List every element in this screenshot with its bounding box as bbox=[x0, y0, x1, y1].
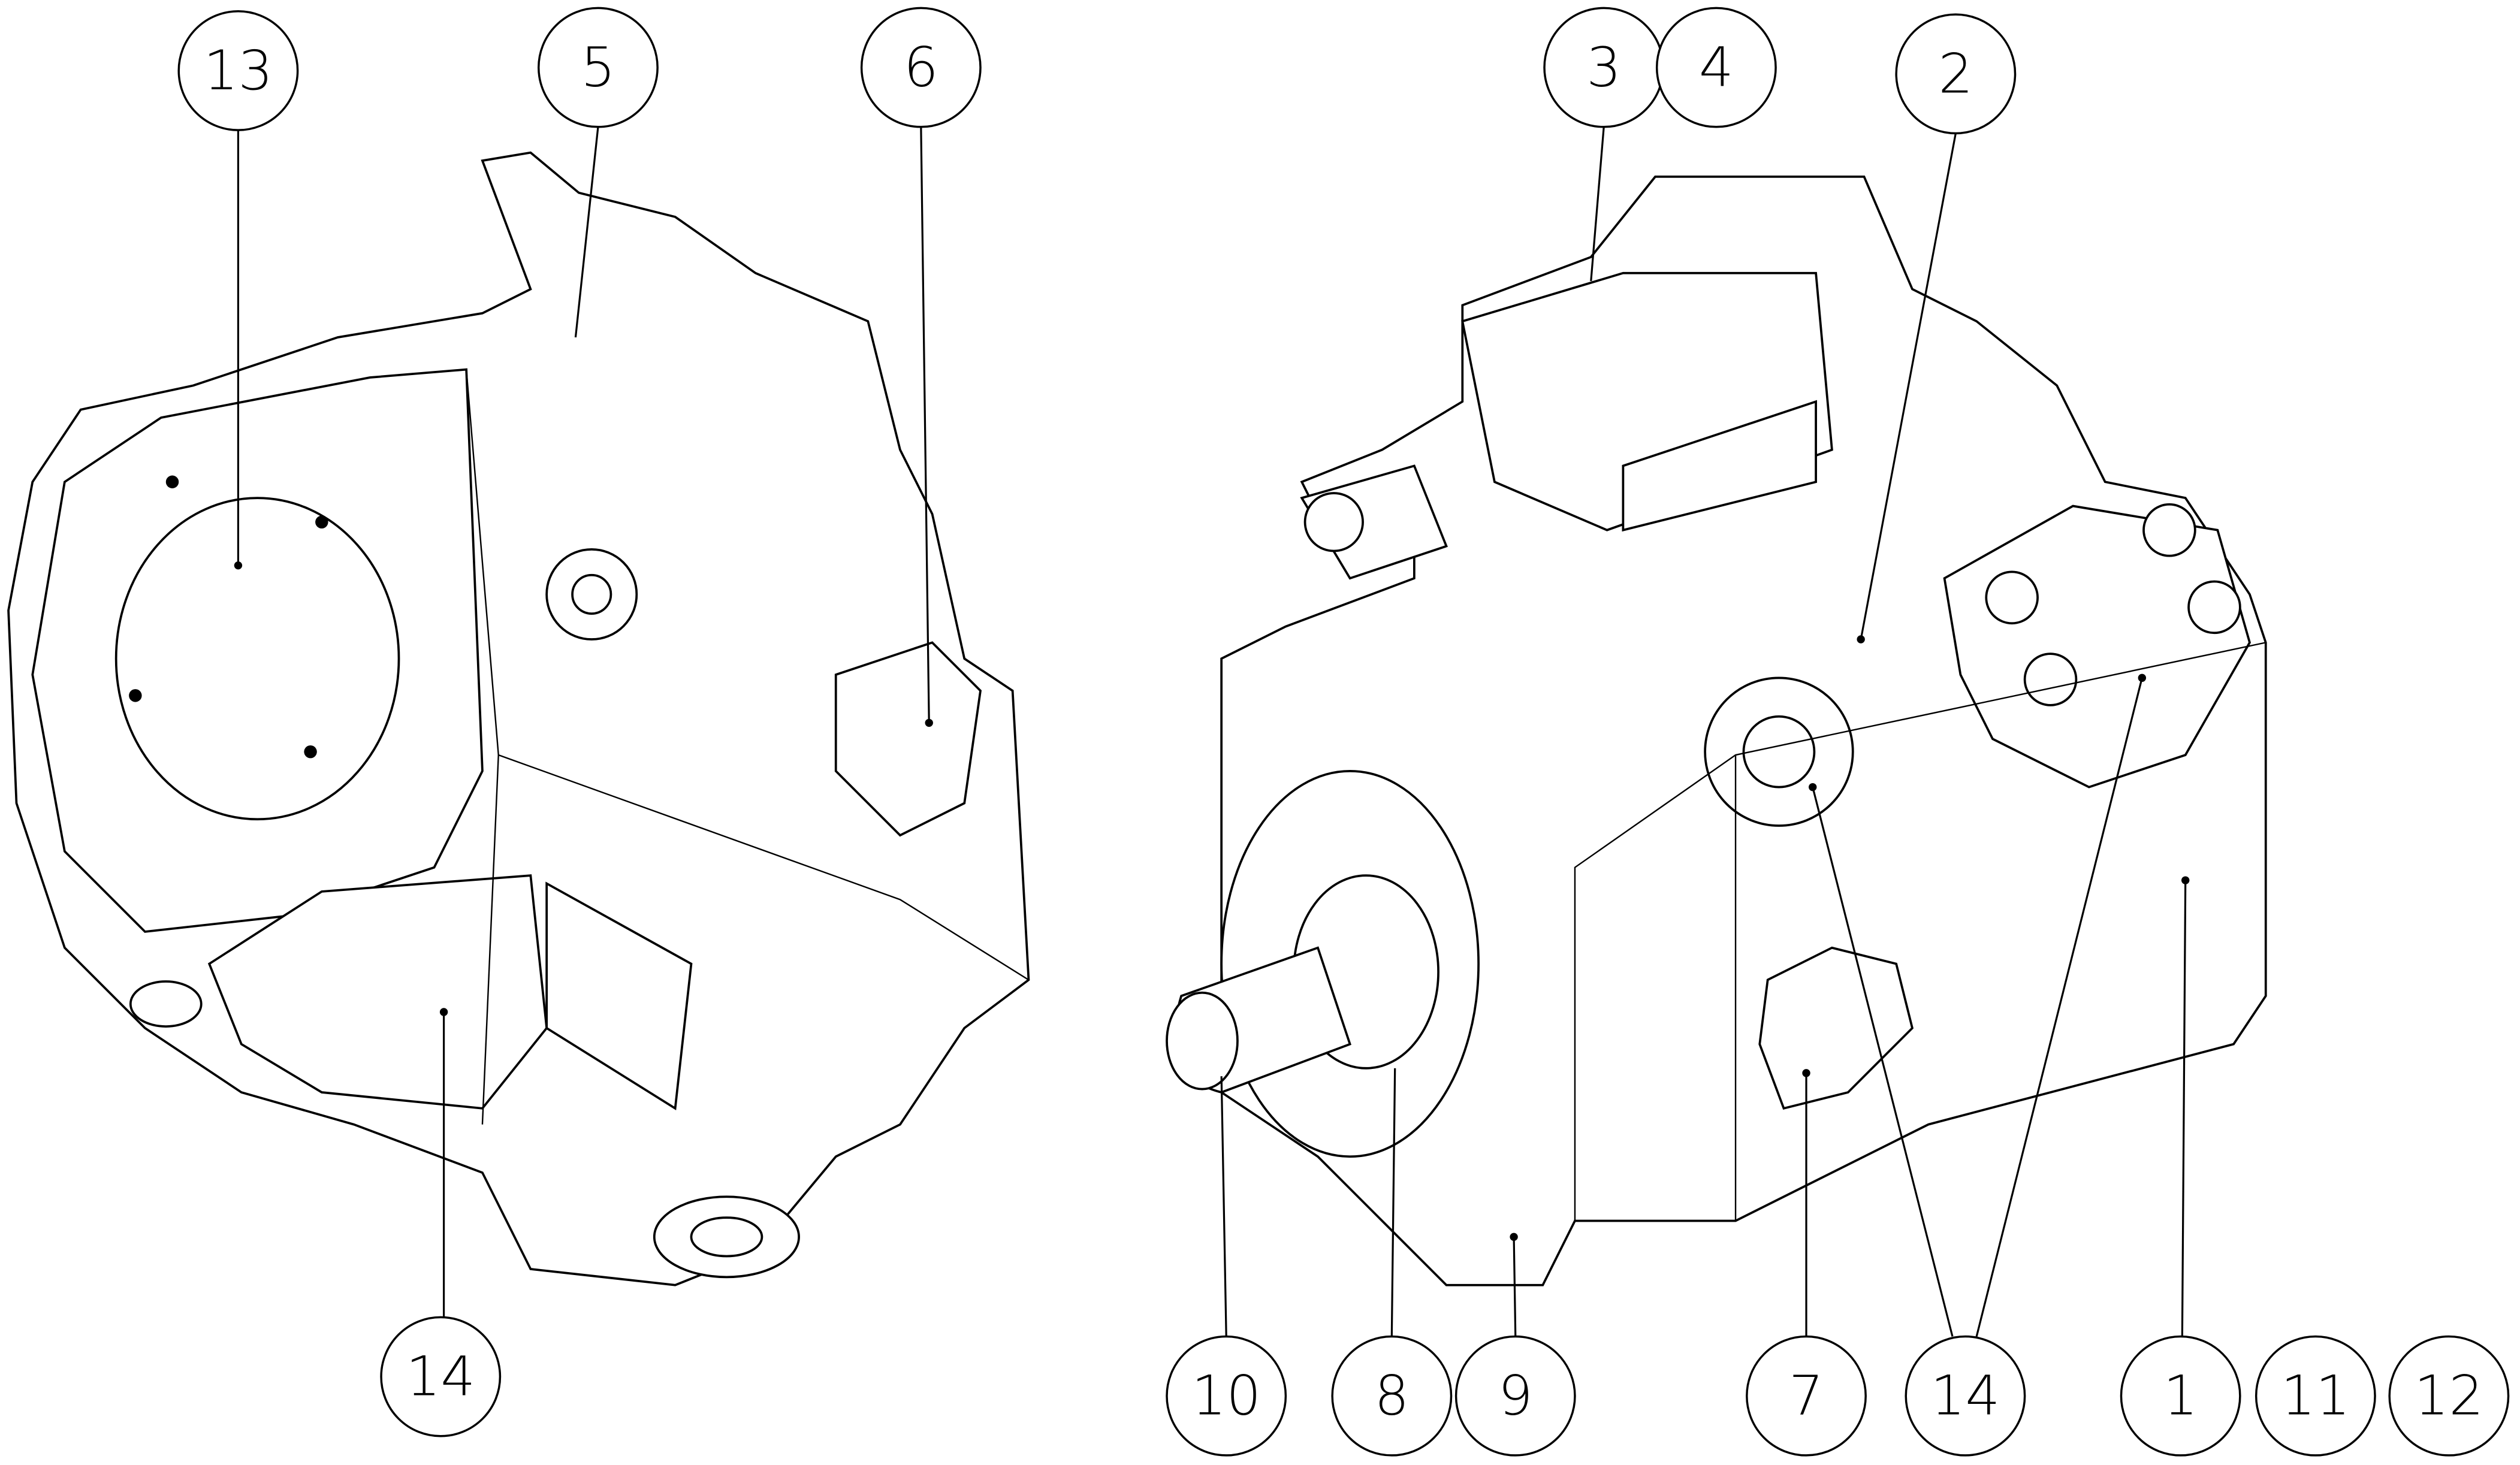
svg-text:14: 14 bbox=[1930, 1364, 2000, 1428]
svg-text:5: 5 bbox=[581, 36, 615, 99]
callout-9: 9 bbox=[1454, 1335, 1576, 1457]
callout-3: 3 bbox=[1543, 7, 1665, 128]
callout-5: 5 bbox=[538, 7, 659, 128]
svg-text:12: 12 bbox=[2414, 1364, 2483, 1428]
callout-14-right: 14 bbox=[1905, 1335, 2026, 1457]
callout-14-left: 14 bbox=[380, 1316, 502, 1437]
callout-8: 8 bbox=[1331, 1335, 1453, 1457]
leader-lines bbox=[234, 126, 2190, 1337]
svg-text:3: 3 bbox=[1586, 36, 1621, 99]
callout-7: 7 bbox=[1746, 1335, 1867, 1457]
callout-4: 4 bbox=[1655, 7, 1777, 128]
svg-text:14: 14 bbox=[406, 1345, 475, 1409]
svg-text:4: 4 bbox=[1699, 36, 1734, 99]
callout-1: 1 bbox=[2120, 1335, 2241, 1457]
svg-text:11: 11 bbox=[2281, 1364, 2350, 1428]
svg-text:9: 9 bbox=[1498, 1364, 1533, 1428]
svg-text:2: 2 bbox=[1938, 42, 1973, 105]
svg-text:7: 7 bbox=[1789, 1364, 1824, 1428]
callout-11: 11 bbox=[2255, 1335, 2376, 1457]
svg-text:10: 10 bbox=[1191, 1364, 1261, 1428]
callout-6: 6 bbox=[860, 7, 982, 128]
left-pump-drawing bbox=[7, 151, 1030, 1286]
callout-2: 2 bbox=[1895, 13, 2017, 135]
callout-10: 10 bbox=[1166, 1335, 1287, 1457]
svg-text:1: 1 bbox=[2163, 1364, 2198, 1428]
right-pump-drawing bbox=[1166, 176, 2267, 1286]
callout-13: 13 bbox=[177, 10, 299, 131]
callout-12: 12 bbox=[2388, 1335, 2510, 1457]
svg-text:8: 8 bbox=[1374, 1364, 1409, 1428]
svg-text:13: 13 bbox=[203, 39, 273, 102]
svg-text:6: 6 bbox=[904, 36, 938, 99]
